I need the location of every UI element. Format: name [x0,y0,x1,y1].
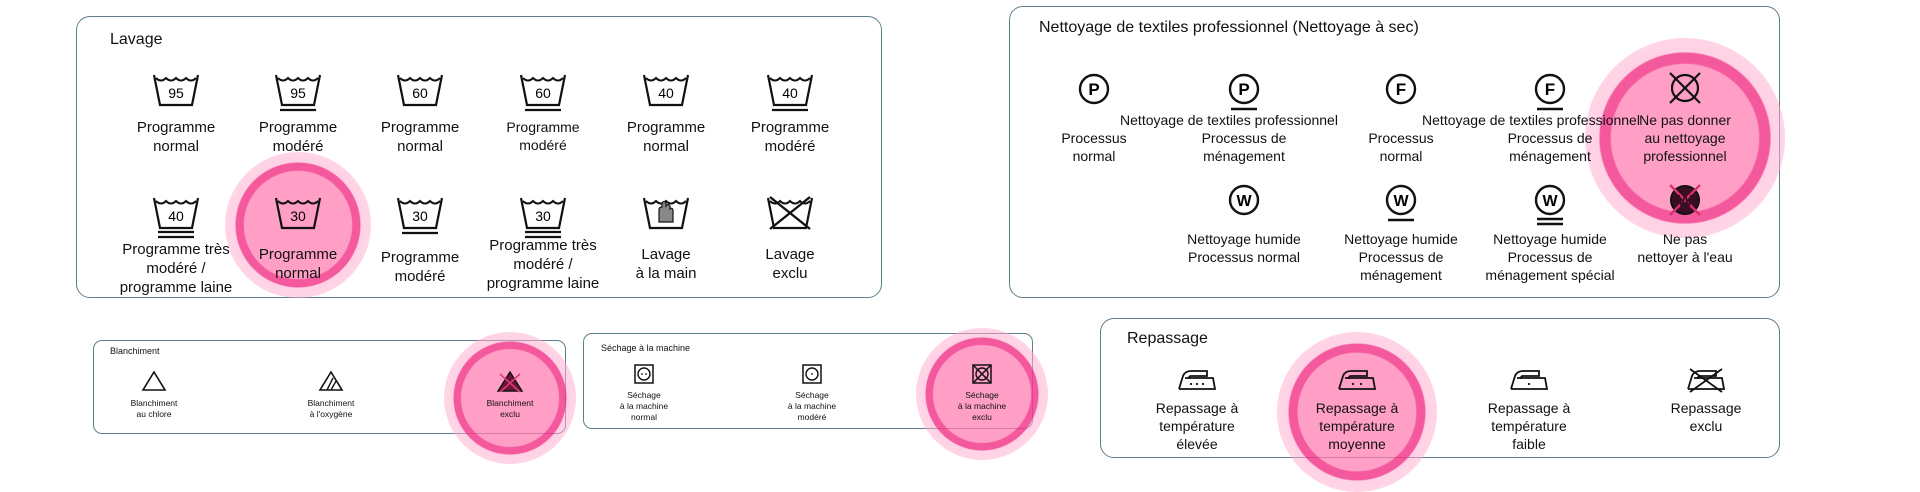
panel-title-nettoyage: Nettoyage de textiles professionnel (Net… [1039,19,1419,36]
wash-tub-icon: 60 [396,74,444,107]
panel-title-blanchiment: Blanchiment [110,346,160,356]
wash-temp: 95 [168,85,184,101]
tumble-dry-normal-icon [634,364,654,384]
wash-tub-gentle-icon: 30 [396,197,444,235]
svg-text:W: W [1677,193,1693,210]
iron-medium-icon [1338,370,1377,390]
svg-text:W: W [1542,193,1558,210]
svg-text:W: W [1236,193,1252,210]
wash-tub-very-gentle-icon: 40 [152,197,200,239]
dry-clean-p-icon: P [1078,73,1110,105]
dry-clean-f-gentle-icon: F [1534,73,1566,111]
nettoyage-label: Nettoyage de textiles professionnel [1120,112,1338,128]
svg-text:60: 60 [535,85,551,101]
hand-wash-icon [642,197,690,230]
panel-lavage [76,16,882,298]
svg-text:P: P [1238,80,1249,99]
do-not-dry-clean-icon [1669,72,1701,104]
oxygen-bleach-icon [318,370,344,391]
wash-tub-gentle-icon: 60 [519,74,567,112]
wash-tub-icon: 95 [152,74,200,107]
wash-tub-very-gentle-icon: 30 [519,197,567,239]
wet-clean-w-icon: W [1228,184,1260,216]
svg-text:30: 30 [412,208,428,224]
svg-text:P: P [1088,80,1099,99]
svg-text:F: F [1545,80,1555,99]
panel-title-sechage: Séchage à la machine [601,343,691,353]
svg-text:40: 40 [782,85,798,101]
svg-text:40: 40 [168,208,184,224]
svg-text:F: F [1396,80,1406,99]
wash-tub-icon: 30 [274,197,322,230]
do-not-wet-clean-icon: W [1669,184,1701,216]
wash-tub-gentle-icon: 95 [274,74,322,112]
nettoyage-label: Nettoyage de textiles professionnel [1422,112,1640,128]
panel-title-lavage: Lavage [110,31,163,48]
do-not-wash-icon [766,196,814,230]
svg-text:60: 60 [412,85,428,101]
dry-clean-f-icon: F [1385,73,1417,105]
wash-tub-icon: 40 [642,74,690,107]
do-not-tumble-dry-icon [972,364,992,384]
iron-high-icon [1178,370,1217,390]
wet-clean-w-very-gentle-icon: W [1534,184,1566,226]
panel-title-repassage: Repassage [1127,330,1208,347]
do-not-iron-icon [1687,368,1726,393]
panel-repassage [1100,318,1780,458]
bleach-triangle-icon [141,370,167,391]
iron-low-icon [1510,370,1549,390]
svg-text:30: 30 [290,208,306,224]
wash-tub-gentle-icon: 40 [766,74,814,112]
svg-text:95: 95 [290,85,306,101]
wet-clean-w-gentle-icon: W [1385,184,1417,222]
dry-clean-p-gentle-icon: P [1228,73,1260,111]
do-not-bleach-icon [496,370,524,393]
svg-text:30: 30 [535,208,551,224]
tumble-dry-low-icon [802,364,822,384]
svg-text:W: W [1393,193,1409,210]
svg-text:40: 40 [658,85,674,101]
